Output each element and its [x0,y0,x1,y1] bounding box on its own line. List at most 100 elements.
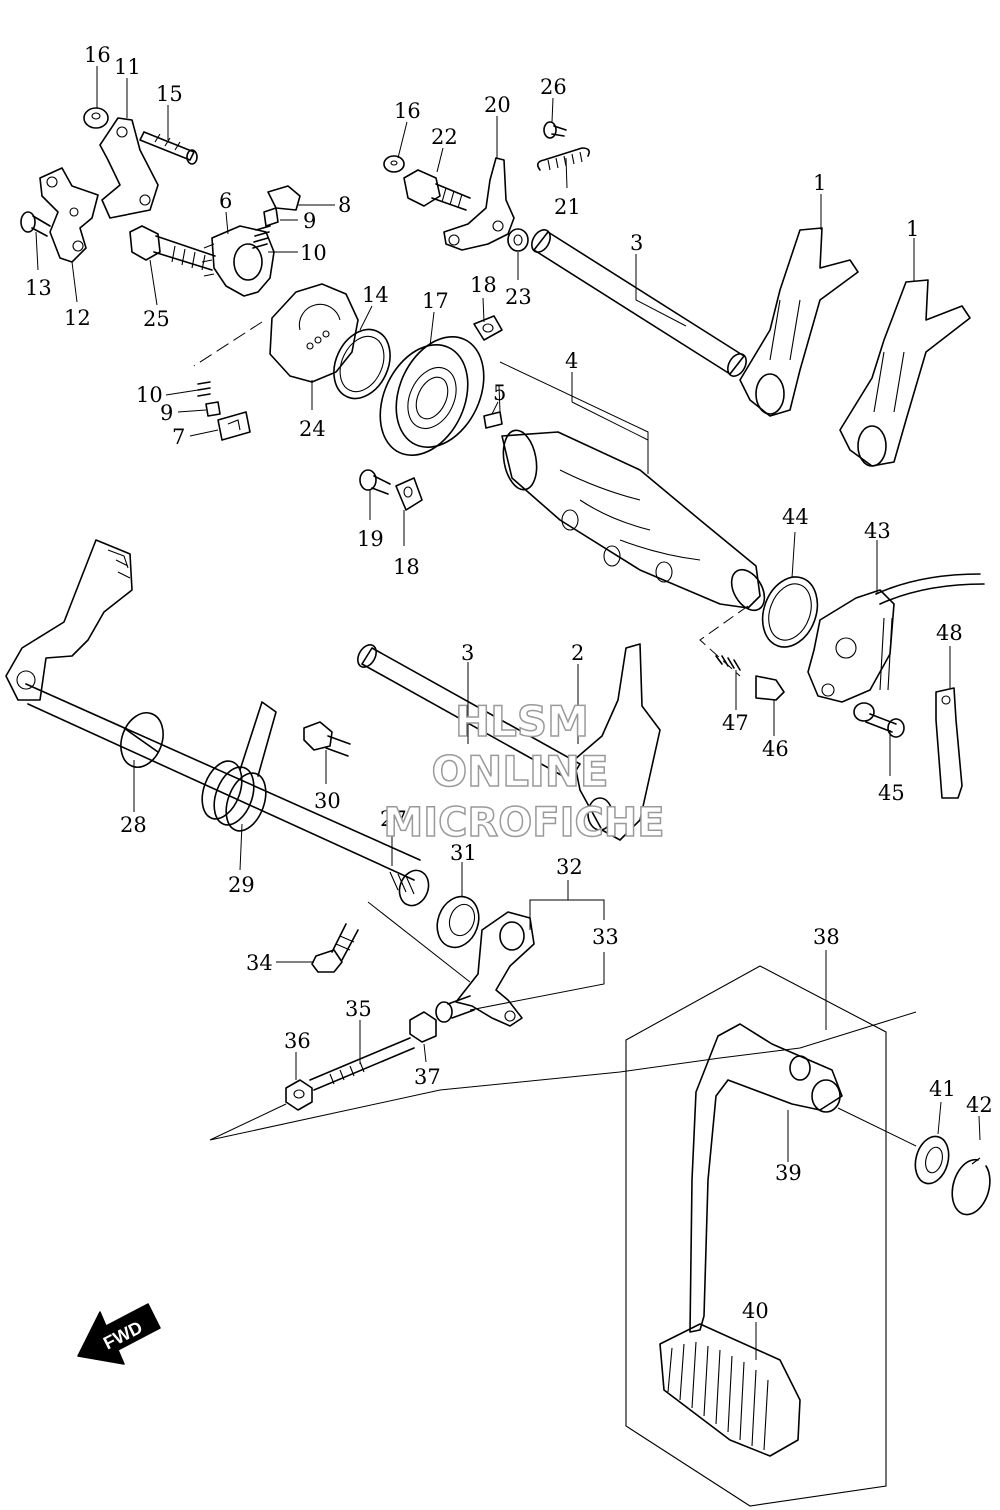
callout-13: 13 [25,276,52,300]
part-41-washer [914,1135,950,1185]
part-18-guide-lower [395,477,423,511]
part-37-nut [409,1011,437,1043]
part-10-spring-lower [197,381,211,397]
callout-7: 7 [172,425,185,449]
callout-39: 39 [775,1161,802,1185]
callout-8: 8 [338,193,351,217]
part-16-washer-b [383,155,405,173]
callout-10b: 10 [136,383,163,407]
callout-36: 36 [284,1029,311,1053]
part-34-bolt [311,923,359,973]
part-1-fork-b [839,279,971,467]
callout-26: 26 [540,75,567,99]
part-joint-end [435,995,475,1023]
callout-15: 15 [156,82,183,106]
callout-43: 43 [864,519,891,543]
callout-46: 46 [762,737,789,761]
callout-19: 19 [357,527,384,551]
callout-3a: 3 [630,231,643,255]
part-3-fork-shaft-upper [531,229,747,377]
part-17-bearing [379,335,485,457]
part-15-stud-bolt [139,131,198,165]
callout-21: 21 [554,195,581,219]
callout-2: 2 [571,641,584,665]
callout-1b: 1 [906,217,919,241]
callout-10a: 10 [300,241,327,265]
callout-29: 29 [228,873,255,897]
part-43-gear-position-switch [807,573,985,703]
part-18-guide-upper [473,315,503,341]
callout-14: 14 [362,283,389,307]
callout-42: 42 [966,1093,993,1117]
part-26-screw [543,121,567,139]
part-11-stopper-plate [99,117,159,219]
part-9-pin [263,207,279,227]
callout-31: 31 [450,841,477,865]
callout-1a: 1 [813,171,826,195]
leader-lines [35,66,981,1360]
callout-3b: 3 [461,641,474,665]
part-35-shift-rod [309,1037,415,1091]
part-30-bolt [303,721,351,757]
part-25-bolt [129,225,216,271]
arrow-down-left-icon [77,1303,161,1365]
callout-labels: 1 1 2 3 3 4 5 6 7 8 9 9 10 10 11 12 13 1… [25,43,993,1323]
callout-44: 44 [782,505,809,529]
part-28-gearshift-shaft [5,539,421,881]
part-23-washer [507,228,529,252]
part-38-shift-lever-assembly [625,965,887,1507]
part-5-pin [483,411,503,429]
callout-48: 48 [936,621,963,645]
callout-30: 30 [314,789,341,813]
callout-12: 12 [64,306,91,330]
callout-6: 6 [219,189,232,213]
callout-41: 41 [929,1077,956,1101]
part-32-gearshift-arm [455,911,535,1027]
watermark: HLSM ONLINE MICROFICHE [383,696,666,847]
callout-25: 25 [143,307,170,331]
part-36-nut [285,1079,313,1111]
callout-17: 17 [422,289,449,313]
part-7-stopper-lower [217,411,251,441]
callout-5: 5 [493,381,506,405]
callout-24: 24 [299,417,326,441]
part-44-o-ring [761,576,819,648]
callout-32: 32 [556,855,583,879]
part-16-washer [83,107,109,129]
part-12-plate [39,167,99,263]
dash-line-6 [193,321,263,367]
callout-16a: 16 [84,43,111,67]
part-42-circlip [951,1157,991,1216]
callout-27: 27 [380,807,407,831]
part-3-fork-shaft-lower [357,644,581,781]
callout-22: 22 [431,125,458,149]
callout-45: 45 [878,781,905,805]
part-14-o-ring [333,328,391,400]
callout-33: 33 [592,925,619,949]
dash-line-4 [699,605,749,677]
part-22-bolt [403,169,471,211]
part-29-return-spring [201,701,277,832]
part-27-spline [389,869,430,907]
part-47-spring [715,655,741,671]
part-6-gearshift-cam-stopper [201,225,275,297]
watermark-line-2: ONLINE [431,747,608,796]
callout-20: 20 [484,93,511,117]
callout-28: 28 [120,813,147,837]
part-19-screw [359,469,391,495]
part-45-screw [853,702,905,738]
callout-40: 40 [742,1299,769,1323]
part-9-pin-lower [205,401,221,417]
callout-9b: 9 [160,401,173,425]
callout-9a: 9 [303,209,316,233]
part-48-wire-clamp [935,687,963,799]
part-4-gearshift-cam [501,429,766,612]
part-46-contact-pin [755,675,785,701]
callout-47: 47 [722,711,749,735]
watermark-line-3: MICROFICHE [383,800,664,846]
callout-18b: 18 [393,555,420,579]
part-24-cam-plate [269,283,359,383]
part-1-fork-a [739,227,859,417]
watermark-line-1: HLSM [455,697,589,746]
part-31-oil-seal [436,895,480,949]
